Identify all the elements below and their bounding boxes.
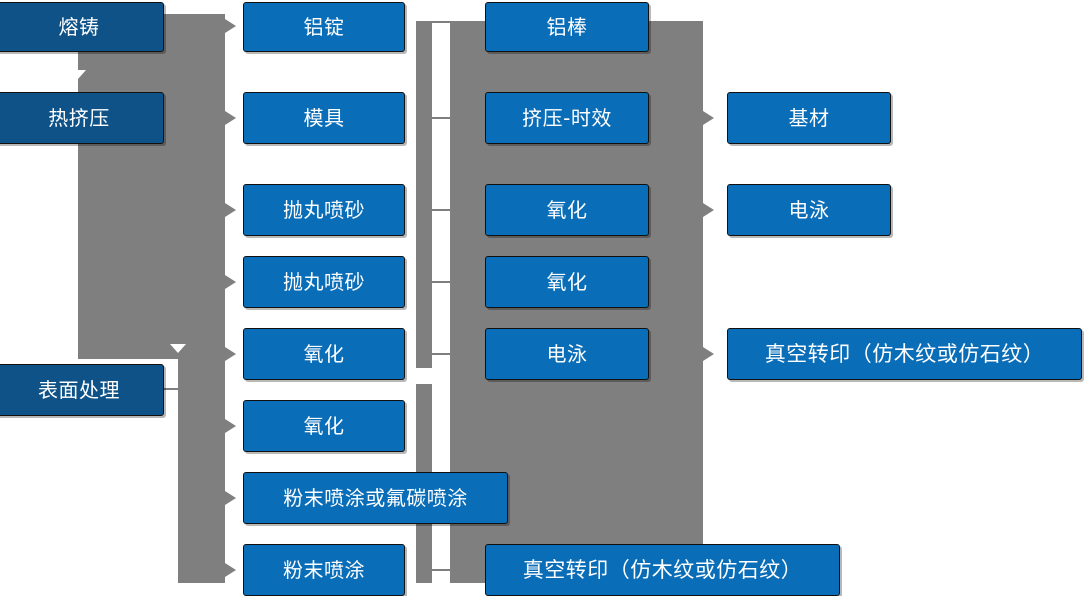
stage-label-melting: 熔铸: [58, 15, 100, 39]
process-label-c3-2: 氧化: [546, 198, 588, 222]
process-box-c4-2[interactable]: 真空转印（仿木纹或仿石纹）: [727, 328, 1082, 380]
process-label-c2-5: 氧化: [303, 414, 345, 438]
connector-left-lower: [178, 359, 225, 583]
arrow-to-c4-2: [703, 347, 714, 361]
arrow-to-c2-6: [225, 491, 236, 505]
arrow-to-c4-1: [703, 203, 714, 217]
rail-tick-2: [432, 209, 452, 211]
process-box-c2-7[interactable]: 粉末喷涂: [243, 544, 405, 596]
process-box-c2-3[interactable]: 抛丸喷砂: [243, 256, 405, 308]
stage-box-surface[interactable]: 表面处理: [0, 364, 164, 416]
process-box-c3-2[interactable]: 氧化: [485, 184, 649, 236]
arrow-to-c4-0: [703, 111, 714, 125]
arrow-to-c2-4: [225, 347, 236, 361]
stage-box-extrude[interactable]: 热挤压: [0, 92, 164, 144]
process-label-c4-1: 电泳: [788, 198, 830, 222]
connector-left-down-notch: [70, 70, 86, 79]
process-label-c2-3: 抛丸喷砂: [283, 270, 365, 294]
process-label-c2-7: 粉末喷涂: [283, 558, 365, 582]
stage-box-melting[interactable]: 熔铸: [0, 2, 164, 52]
process-label-c3-4: 电泳: [546, 342, 588, 366]
process-label-c3-1: 挤压-时效: [522, 106, 612, 130]
stage-label-surface: 表面处理: [38, 378, 120, 402]
process-label-c2-1: 模具: [303, 106, 345, 130]
process-label-c2-4: 氧化: [303, 342, 345, 366]
process-label-c2-6: 粉末喷涂或氟碳喷涂: [283, 486, 468, 510]
process-label-c3-5: 真空转印（仿木纹或仿石纹）: [522, 557, 803, 582]
process-box-c3-4[interactable]: 电泳: [485, 328, 649, 380]
process-label-c4-2: 真空转印（仿木纹或仿石纹）: [764, 341, 1045, 366]
process-box-c2-4[interactable]: 氧化: [243, 328, 405, 380]
arrow-to-c2-3: [225, 275, 236, 289]
stage-label-extrude: 热挤压: [48, 106, 110, 130]
process-box-c2-2[interactable]: 抛丸喷砂: [243, 184, 405, 236]
arrow-to-c2-0: [225, 19, 236, 33]
process-label-c3-0: 铝棒: [546, 15, 588, 39]
connector-left-upper: [78, 14, 225, 359]
process-box-c2-0[interactable]: 铝锭: [243, 2, 405, 52]
process-label-c2-2: 抛丸喷砂: [283, 198, 365, 222]
arrow-to-c2-7: [225, 563, 236, 577]
arrow-to-c2-5: [225, 419, 236, 433]
connector-mid-rail: [416, 21, 432, 368]
process-box-c3-5[interactable]: 真空转印（仿木纹或仿石纹）: [485, 544, 840, 596]
process-box-c3-1[interactable]: 挤压-时效: [485, 92, 649, 144]
rail-tick-0: [432, 21, 452, 23]
rail-tick-1: [432, 117, 452, 119]
arrow-to-c2-2: [225, 203, 236, 217]
connector-left-down-notch-2: [170, 344, 186, 353]
rail-tick-5: [432, 569, 452, 571]
rail-tick-3: [432, 281, 452, 283]
process-label-c2-0: 铝锭: [303, 15, 345, 39]
process-box-c2-6[interactable]: 粉末喷涂或氟碳喷涂: [243, 472, 508, 524]
process-box-c4-0[interactable]: 基材: [727, 92, 891, 144]
process-box-c2-5[interactable]: 氧化: [243, 400, 405, 452]
process-label-c4-0: 基材: [788, 106, 830, 130]
rail-tick-4: [432, 353, 452, 355]
connector-surface-stub: [163, 388, 183, 390]
arrow-to-c2-1: [225, 111, 236, 125]
process-label-c3-3: 氧化: [546, 270, 588, 294]
process-box-c3-0[interactable]: 铝棒: [485, 2, 649, 52]
process-box-c4-1[interactable]: 电泳: [727, 184, 891, 236]
process-box-c3-3[interactable]: 氧化: [485, 256, 649, 308]
process-box-c2-1[interactable]: 模具: [243, 92, 405, 144]
